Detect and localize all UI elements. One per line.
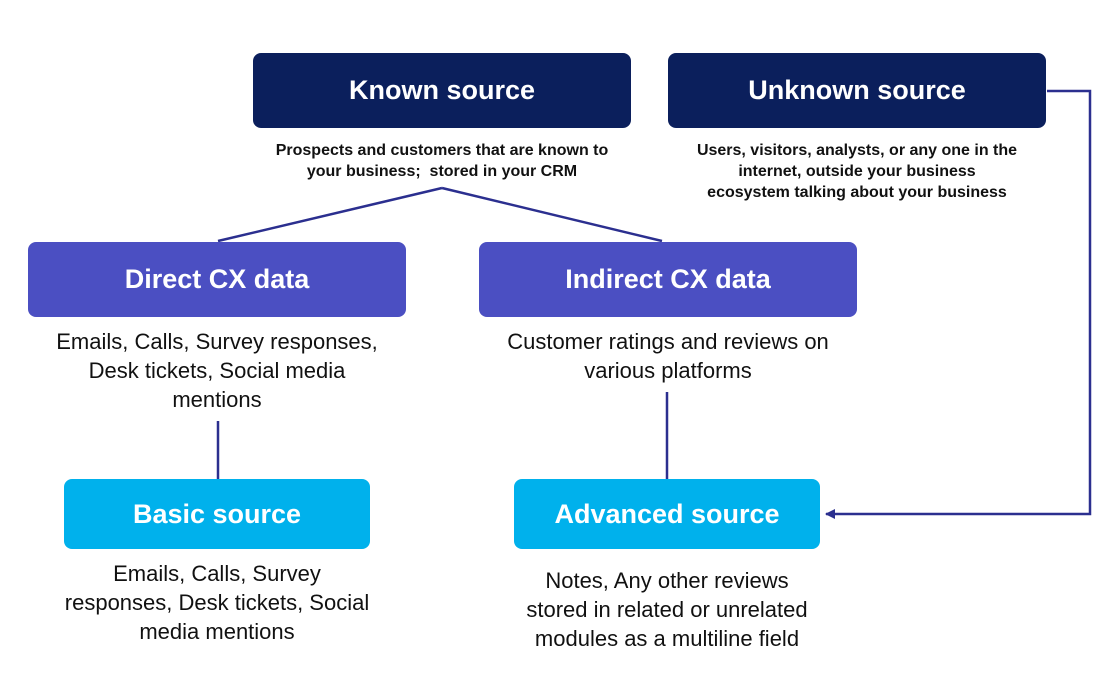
direct-cx-data-box: Direct CX data: [28, 242, 406, 317]
unknown-source-description: Users, visitors, analysts, or any one in…: [652, 140, 1062, 203]
indirect-cx-desc-line: Customer ratings and reviews on: [507, 329, 829, 354]
advanced-source-title: Advanced source: [554, 498, 780, 529]
advanced-source-desc-line: Notes, Any other reviews: [545, 568, 789, 593]
advanced-source-desc-line: stored in related or unrelated: [526, 597, 808, 622]
unknown-source-desc-line: internet, outside your business: [738, 163, 976, 180]
indirect-cx-desc-line: various platforms: [584, 358, 752, 383]
unknown-source-title: Unknown source: [748, 75, 966, 105]
advanced-source-description: Notes, Any other reviews stored in relat…: [477, 566, 857, 653]
basic-source-desc-line: responses, Desk tickets, Social: [64, 590, 370, 615]
basic-source-title: Basic source: [132, 498, 302, 529]
known-source-description: Prospects and customers that are known t…: [232, 140, 652, 182]
advanced-source-desc-line: modules as a multiline field: [534, 626, 800, 651]
unknown-source-desc-line: Users, visitors, analysts, or any one in…: [696, 142, 1018, 159]
direct-cx-data-description: Emails, Calls, Survey responses, Desk ti…: [18, 327, 416, 414]
direct-cx-desc-line: Desk tickets, Social media: [88, 358, 346, 383]
direct-cx-desc-line: mentions: [172, 387, 262, 412]
indirect-cx-data-box: Indirect CX data: [479, 242, 857, 317]
known-source-box: Known source: [253, 53, 631, 128]
basic-source-description: Emails, Calls, Survey responses, Desk ti…: [27, 559, 407, 646]
known-source-title: Known source: [348, 75, 536, 105]
indirect-cx-data-title: Indirect CX data: [565, 264, 771, 294]
direct-cx-data-title: Direct CX data: [124, 264, 310, 294]
known-source-desc-line: Prospects and customers that are known t…: [275, 142, 609, 159]
connector-known-to-direct: [217, 186, 443, 243]
basic-source-box: Basic source: [64, 479, 370, 549]
connector-unknown-to-advanced: [825, 89, 1092, 519]
unknown-source-desc-line: ecosystem talking about your business: [707, 184, 1007, 201]
basic-source-desc-line: Emails, Calls, Survey: [113, 561, 321, 586]
known-source-desc-line: your business; stored in your CRM: [306, 163, 578, 180]
advanced-source-box: Advanced source: [514, 479, 820, 549]
indirect-cx-data-description: Customer ratings and reviews on various …: [462, 327, 874, 385]
direct-cx-desc-line: Emails, Calls, Survey responses,: [56, 329, 378, 354]
connector-known-to-indirect: [441, 186, 663, 243]
unknown-source-box: Unknown source: [668, 53, 1046, 128]
basic-source-desc-line: media mentions: [139, 619, 295, 644]
